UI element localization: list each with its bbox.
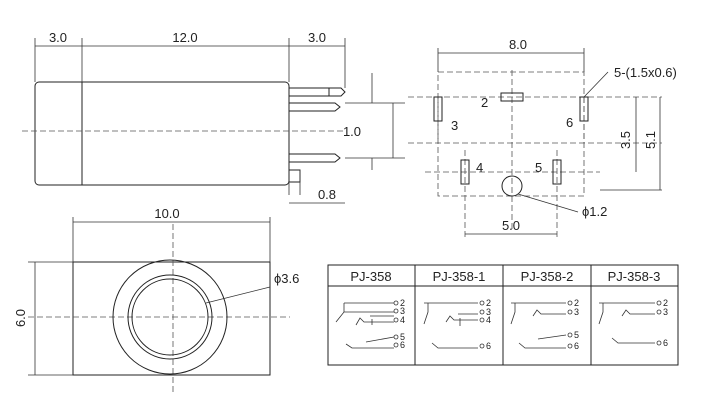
pcb-dim-bottom: 5.0 [502, 218, 520, 233]
pj358-1-pin-2: 2 [486, 298, 491, 308]
pj358-2-pin-5: 5 [574, 330, 579, 340]
schematic-pj-358-2 [510, 300, 573, 349]
pcb-pin-2: 2 [481, 95, 488, 110]
front-inner-ring [127, 274, 213, 360]
schematic-pj-358-1 [423, 300, 485, 349]
pj358-3-pin-2: 2 [663, 298, 668, 308]
model-header-2: PJ-358-1 [433, 269, 486, 284]
front-dim-width: 10.0 [154, 206, 179, 221]
pj358-pin-3: 3 [400, 306, 405, 316]
slot-4 [460, 159, 470, 185]
side-body [34, 81, 290, 186]
dim-mid: 12.0 [172, 30, 197, 45]
slot-5 [552, 159, 562, 185]
pj358-pin-5: 5 [400, 332, 405, 342]
front-jack-hole [131, 278, 209, 356]
pj358-1-pin-6: 6 [486, 341, 491, 351]
pcb-dim-row: 3.5 [618, 131, 633, 149]
schematic-pj-358 [335, 300, 399, 349]
model-header-3: PJ-358-2 [521, 269, 574, 284]
slot-3 [433, 96, 443, 122]
pj358-2-pin-6: 6 [574, 341, 579, 351]
pj358-3-pin-3: 3 [663, 307, 668, 317]
schematic-pj-358-3 [598, 300, 662, 346]
model-table: PJ-358 PJ-358-1 PJ-358-2 PJ-358-3 2 3 4 … [327, 264, 679, 366]
pj358-pin-6: 6 [400, 340, 405, 350]
dim-left: 3.0 [49, 30, 67, 45]
model-header-1: PJ-358 [350, 269, 391, 284]
side-dimension-chain [34, 38, 346, 88]
front-view: 10.0 6.0 ϕ3.6 [13, 206, 299, 392]
front-hole-dia: ϕ3.6 [274, 271, 299, 286]
pj358-2-pin-2: 2 [574, 298, 579, 308]
pcb-pin-4: 4 [476, 160, 483, 175]
pcb-layout: 8.0 5-(1.5x0.6) 2 3 6 4 5 ϕ1.2 3.5 5.1 5… [408, 37, 677, 238]
side-view: 3.0 12.0 3.0 1.0 0.8 [22, 30, 405, 204]
side-pin-gap-dimension [345, 73, 405, 170]
dim-pin-gap: 1.0 [343, 124, 361, 139]
pj358-3-pin-6: 6 [663, 338, 668, 348]
pcb-hole-dia: ϕ1.2 [582, 204, 607, 219]
pcb-pin-5: 5 [535, 160, 542, 175]
pcb-hole [501, 175, 523, 197]
slot-note-leader [583, 71, 609, 98]
dim-right: 3.0 [308, 30, 326, 45]
pj358-1-pin-3: 3 [486, 307, 491, 317]
dim-pin-width: 0.8 [318, 187, 336, 202]
front-outer-ring [112, 259, 228, 375]
pcb-dim-total: 5.1 [643, 131, 658, 149]
front-body [72, 261, 271, 376]
model-header-4: PJ-358-3 [608, 269, 661, 284]
pj358-2-pin-3: 3 [574, 307, 579, 317]
front-dim-height: 6.0 [13, 309, 28, 327]
pj358-pin-2: 2 [400, 298, 405, 308]
pcb-pin-3: 3 [451, 118, 458, 133]
pj358-pin-4: 4 [400, 315, 405, 325]
pcb-dim-width: 8.0 [509, 37, 527, 52]
side-pins [288, 87, 346, 195]
slot-2 [500, 92, 524, 102]
pcb-slot-note: 5-(1.5x0.6) [614, 65, 677, 80]
pj358-1-pin-4: 4 [486, 315, 491, 325]
pcb-pin-6: 6 [566, 115, 573, 130]
pcb-outline [437, 71, 585, 197]
